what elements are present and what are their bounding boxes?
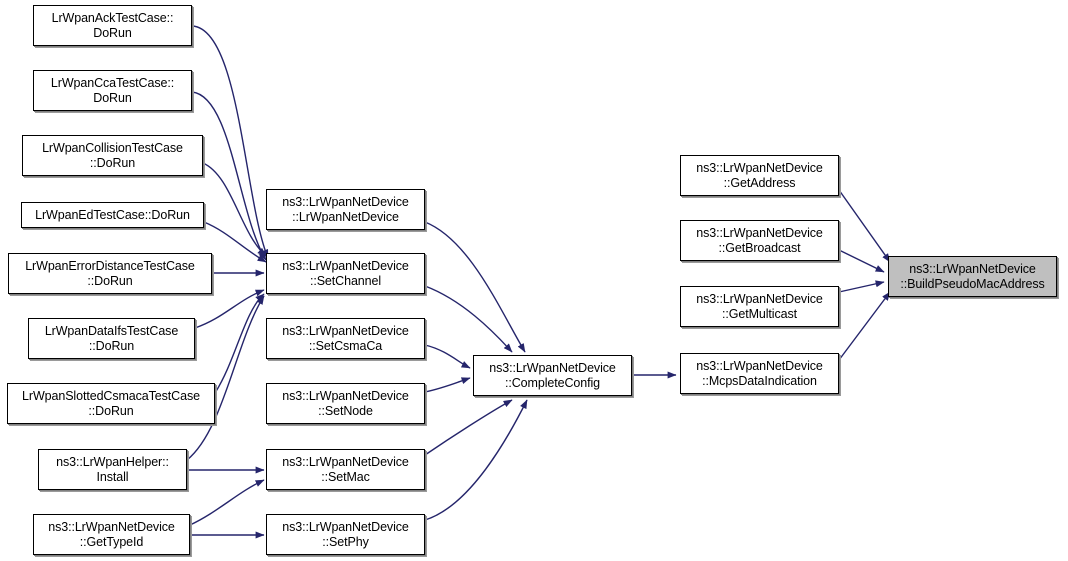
graph-node-setmac[interactable]: ns3::LrWpanNetDevice ::SetMac	[266, 449, 425, 490]
graph-node-setcsmaca[interactable]: ns3::LrWpanNetDevice ::SetCsmaCa	[266, 318, 425, 359]
graph-edge-setphy-to-completeconfig	[424, 399, 528, 521]
graph-node-label: LrWpanAckTestCase:: DoRun	[51, 10, 174, 40]
graph-node-label: ns3::LrWpanNetDevice ::GetMulticast	[696, 291, 823, 321]
graph-edge-mcpsdata-to-target	[838, 291, 891, 361]
graph-node-label: ns3::LrWpanNetDevice ::GetTypeId	[48, 519, 175, 549]
graph-node-getmulticast[interactable]: ns3::LrWpanNetDevice ::GetMulticast	[680, 286, 839, 327]
graph-node-label: LrWpanCollisionTestCase ::DoRun	[42, 140, 183, 170]
graph-node-label: ns3::LrWpanNetDevice ::LrWpanNetDevice	[282, 194, 409, 224]
graph-edge-getbroadcast-to-target	[838, 249, 885, 273]
graph-edge-setcsmaca-to-completeconfig	[424, 344, 471, 369]
graph-edge-setchannel-to-completeconfig	[424, 285, 513, 353]
graph-node-setnode[interactable]: ns3::LrWpanNetDevice ::SetNode	[266, 383, 425, 424]
graph-node-getbroadcast[interactable]: ns3::LrWpanNetDevice ::GetBroadcast	[680, 220, 839, 261]
graph-node-gettypeid[interactable]: ns3::LrWpanNetDevice ::GetTypeId	[33, 514, 190, 555]
graph-node-label: ns3::LrWpanHelper:: Install	[56, 454, 169, 484]
graph-node-completeconfig[interactable]: ns3::LrWpanNetDevice ::CompleteConfig	[473, 355, 632, 396]
graph-node-label: ns3::LrWpanNetDevice ::BuildPseudoMacAdd…	[900, 261, 1045, 291]
graph-node-ed[interactable]: LrWpanEdTestCase::DoRun	[21, 202, 204, 228]
graph-edge-setnode-to-completeconfig	[424, 377, 471, 393]
graph-edge-dataifs-to-setchannel	[194, 289, 265, 329]
graph-node-label: LrWpanErrorDistanceTestCase ::DoRun	[25, 258, 195, 288]
graph-edge-collision-to-setchannel	[202, 162, 267, 257]
graph-node-cca[interactable]: LrWpanCcaTestCase:: DoRun	[33, 70, 192, 111]
graph-node-label: ns3::LrWpanNetDevice ::CompleteConfig	[489, 360, 616, 390]
graph-edge-gettypeid-to-setmac	[189, 479, 265, 526]
graph-node-helperinstall[interactable]: ns3::LrWpanHelper:: Install	[38, 449, 187, 490]
graph-node-slotted[interactable]: LrWpanSlottedCsmacaTestCase ::DoRun	[7, 383, 215, 424]
graph-node-label: ns3::LrWpanNetDevice ::SetMac	[282, 454, 409, 484]
graph-node-label: ns3::LrWpanNetDevice ::SetCsmaCa	[282, 323, 409, 353]
graph-node-label: ns3::LrWpanNetDevice ::SetChannel	[282, 258, 409, 288]
graph-edge-helperinstall-to-setchannel	[186, 295, 265, 461]
graph-node-collision[interactable]: LrWpanCollisionTestCase ::DoRun	[22, 135, 203, 176]
graph-node-getaddress[interactable]: ns3::LrWpanNetDevice ::GetAddress	[680, 155, 839, 196]
graph-node-label: ns3::LrWpanNetDevice ::McpsDataIndicatio…	[696, 358, 823, 388]
graph-node-label: LrWpanSlottedCsmacaTestCase ::DoRun	[22, 388, 200, 418]
graph-edge-getaddress-to-target	[838, 189, 891, 263]
graph-node-setchannel[interactable]: ns3::LrWpanNetDevice ::SetChannel	[266, 253, 425, 294]
graph-node-errordistance[interactable]: LrWpanErrorDistanceTestCase ::DoRun	[8, 253, 212, 294]
graph-node-ack[interactable]: LrWpanAckTestCase:: DoRun	[33, 5, 192, 46]
graph-node-dataifs[interactable]: LrWpanDataIfsTestCase ::DoRun	[28, 318, 195, 359]
graph-node-label: LrWpanCcaTestCase:: DoRun	[50, 75, 175, 105]
graph-node-label: ns3::LrWpanNetDevice ::SetPhy	[282, 519, 409, 549]
graph-node-label: ns3::LrWpanNetDevice ::GetAddress	[696, 160, 823, 190]
graph-node-label: LrWpanEdTestCase::DoRun	[35, 207, 190, 222]
graph-node-label: ns3::LrWpanNetDevice ::SetNode	[282, 388, 409, 418]
graph-edge-ed-to-setchannel	[203, 221, 267, 263]
graph-node-mcpsdata[interactable]: ns3::LrWpanNetDevice ::McpsDataIndicatio…	[680, 353, 839, 394]
graph-edge-ctor-to-completeconfig	[424, 221, 526, 353]
graph-node-setphy[interactable]: ns3::LrWpanNetDevice ::SetPhy	[266, 514, 425, 555]
graph-node-label: LrWpanDataIfsTestCase ::DoRun	[44, 323, 179, 353]
graph-edge-getmulticast-to-target	[838, 280, 885, 293]
graph-node-label: ns3::LrWpanNetDevice ::GetBroadcast	[696, 225, 823, 255]
graph-edge-setmac-to-completeconfig	[424, 399, 513, 456]
graph-node-ctor[interactable]: ns3::LrWpanNetDevice ::LrWpanNetDevice	[266, 189, 425, 230]
graph-edge-slotted-to-setchannel	[214, 293, 265, 394]
graph-node-target[interactable]: ns3::LrWpanNetDevice ::BuildPseudoMacAdd…	[888, 256, 1057, 297]
graph-edge-cca-to-setchannel	[191, 91, 267, 261]
